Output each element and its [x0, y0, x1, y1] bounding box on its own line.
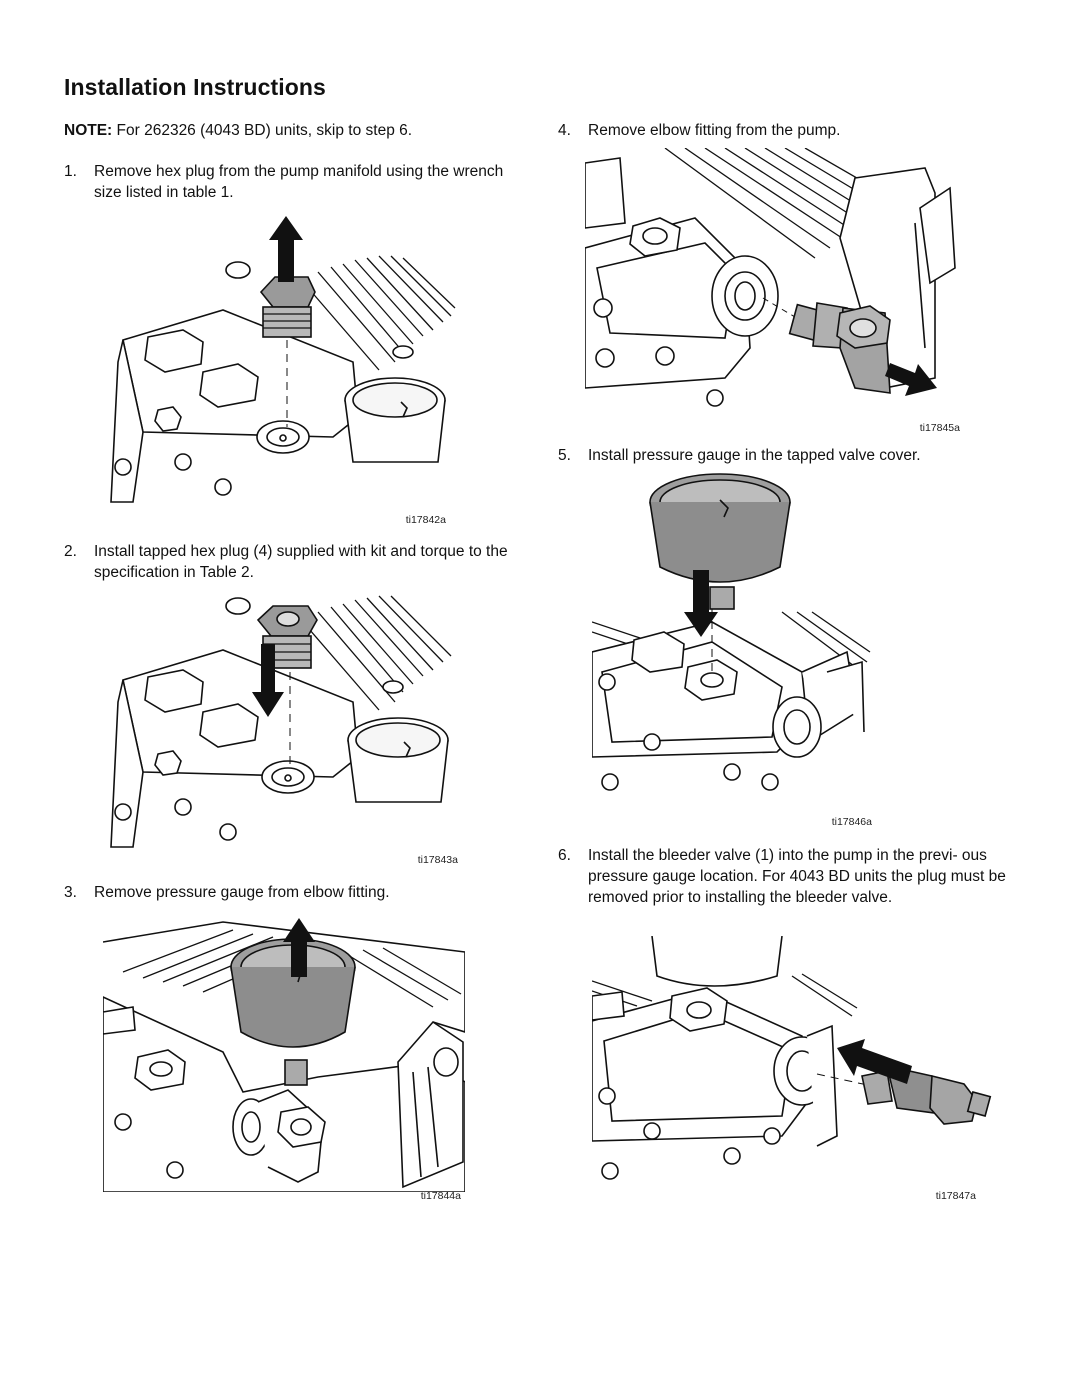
pump-illustration-6 — [592, 936, 992, 1180]
step-number: 3. — [64, 884, 77, 901]
step-text: Remove hex plug from the pump manifold u… — [94, 163, 504, 201]
page-title: Installation Instructions — [64, 74, 326, 100]
step-text: Install tapped hex plug (4) supplied wit… — [94, 543, 508, 581]
figure-id: ti17844a — [420, 1190, 461, 1202]
step-4: 4. Remove elbow fitting from the pump. — [558, 120, 1028, 142]
step-2: 2. Install tapped hex plug (4) supplied … — [64, 541, 534, 587]
pump-illustration-3 — [103, 918, 465, 1192]
step-number: 2. — [64, 543, 77, 560]
pump-illustration-4 — [585, 148, 956, 407]
step-number: 4. — [558, 122, 571, 139]
step-text: Install the bleeder valve (1) into the p… — [588, 847, 1006, 906]
figure-id: ti17847a — [935, 1190, 976, 1202]
note: NOTE: For 262326 (4043 BD) units, skip t… — [64, 120, 514, 141]
step-number: 1. — [64, 163, 77, 180]
pump-illustration-5 — [592, 473, 871, 791]
figure-id: ti17846a — [831, 816, 872, 828]
pump-illustration-1 — [110, 216, 456, 503]
note-text: For 262326 (4043 BD) units, skip to step… — [112, 122, 413, 139]
step-number: 5. — [558, 447, 571, 464]
figure-id: ti17842a — [405, 514, 446, 526]
step-5: 5. Install pressure gauge in the tapped … — [558, 445, 1028, 467]
step-text: Install pressure gauge in the tapped val… — [588, 447, 921, 464]
figure-remove-gauge: ti17844a — [103, 912, 465, 1202]
step-1: 1. Remove hex plug from the pump manifol… — [64, 161, 524, 207]
figure-install-bleeder-valve: ti17847a — [592, 936, 992, 1202]
figure-id: ti17843a — [417, 854, 458, 866]
step-3: 3. Remove pressure gauge from elbow fitt… — [64, 882, 524, 904]
note-label: NOTE: — [64, 122, 113, 139]
figure-install-tapped-plug: ti17843a — [103, 592, 458, 866]
figure-id: ti17845a — [919, 422, 960, 434]
step-number: 6. — [558, 847, 571, 864]
figure-remove-elbow: ti17845a — [585, 148, 960, 434]
figure-remove-hex-plug: ti17842a — [103, 212, 458, 526]
pump-illustration-2 — [110, 595, 452, 848]
figure-install-gauge: ti17846a — [592, 472, 872, 828]
step-text: Remove elbow fitting from the pump. — [588, 122, 841, 139]
step-6: 6. Install the bleeder valve (1) into th… — [558, 845, 1028, 933]
step-text: Remove pressure gauge from elbow fitting… — [94, 884, 390, 901]
